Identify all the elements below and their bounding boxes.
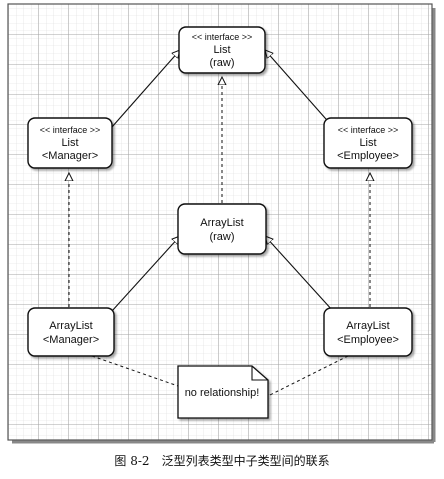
box-arraylist-manager: ArrayList <Manager> — [27, 307, 115, 357]
box-arraylist-employee: ArrayList <Employee> — [323, 307, 413, 357]
note-connector-right — [267, 355, 349, 397]
note-folded-corner-icon — [251, 366, 268, 381]
note-text: no relationship! — [185, 387, 260, 399]
type-parameter: <Manager> — [43, 334, 99, 346]
stereotype-label: << interface >> — [40, 125, 101, 135]
box-arraylist-raw: ArrayList (raw) — [177, 203, 267, 255]
box-list-raw: << interface >> List (raw) — [178, 26, 266, 74]
figure-caption: 图 8-2 泛型列表类型中子类型间的联系 — [0, 452, 444, 469]
class-name: ArrayList — [49, 320, 92, 332]
class-name: List — [61, 137, 78, 149]
edge-arraylist-manager-to-arraylist-raw — [111, 236, 180, 312]
class-name: ArrayList — [346, 320, 389, 332]
class-name: List — [359, 137, 376, 149]
class-name: ArrayList — [200, 217, 243, 229]
box-list-employee: << interface >> List <Employee> — [323, 117, 413, 169]
class-name: List — [213, 44, 230, 56]
stereotype-label: << interface >> — [192, 32, 253, 42]
edge-list-employee-to-list-raw — [265, 50, 334, 128]
note-no-relationship: no relationship! — [177, 365, 269, 419]
type-parameter: <Employee> — [337, 334, 399, 346]
figure-number: 图 8-2 — [114, 454, 150, 468]
type-parameter: <Manager> — [42, 150, 98, 162]
type-parameter: (raw) — [209, 57, 234, 69]
box-list-manager: << interface >> List <Manager> — [27, 117, 113, 169]
stereotype-label: << interface >> — [338, 125, 399, 135]
edge-list-manager-to-list-raw — [111, 50, 180, 128]
type-parameter: <Employee> — [337, 150, 399, 162]
edge-arraylist-employee-to-arraylist-raw — [265, 236, 334, 312]
figure-caption-text: 泛型列表类型中子类型间的联系 — [161, 454, 330, 468]
type-parameter: (raw) — [209, 231, 234, 243]
